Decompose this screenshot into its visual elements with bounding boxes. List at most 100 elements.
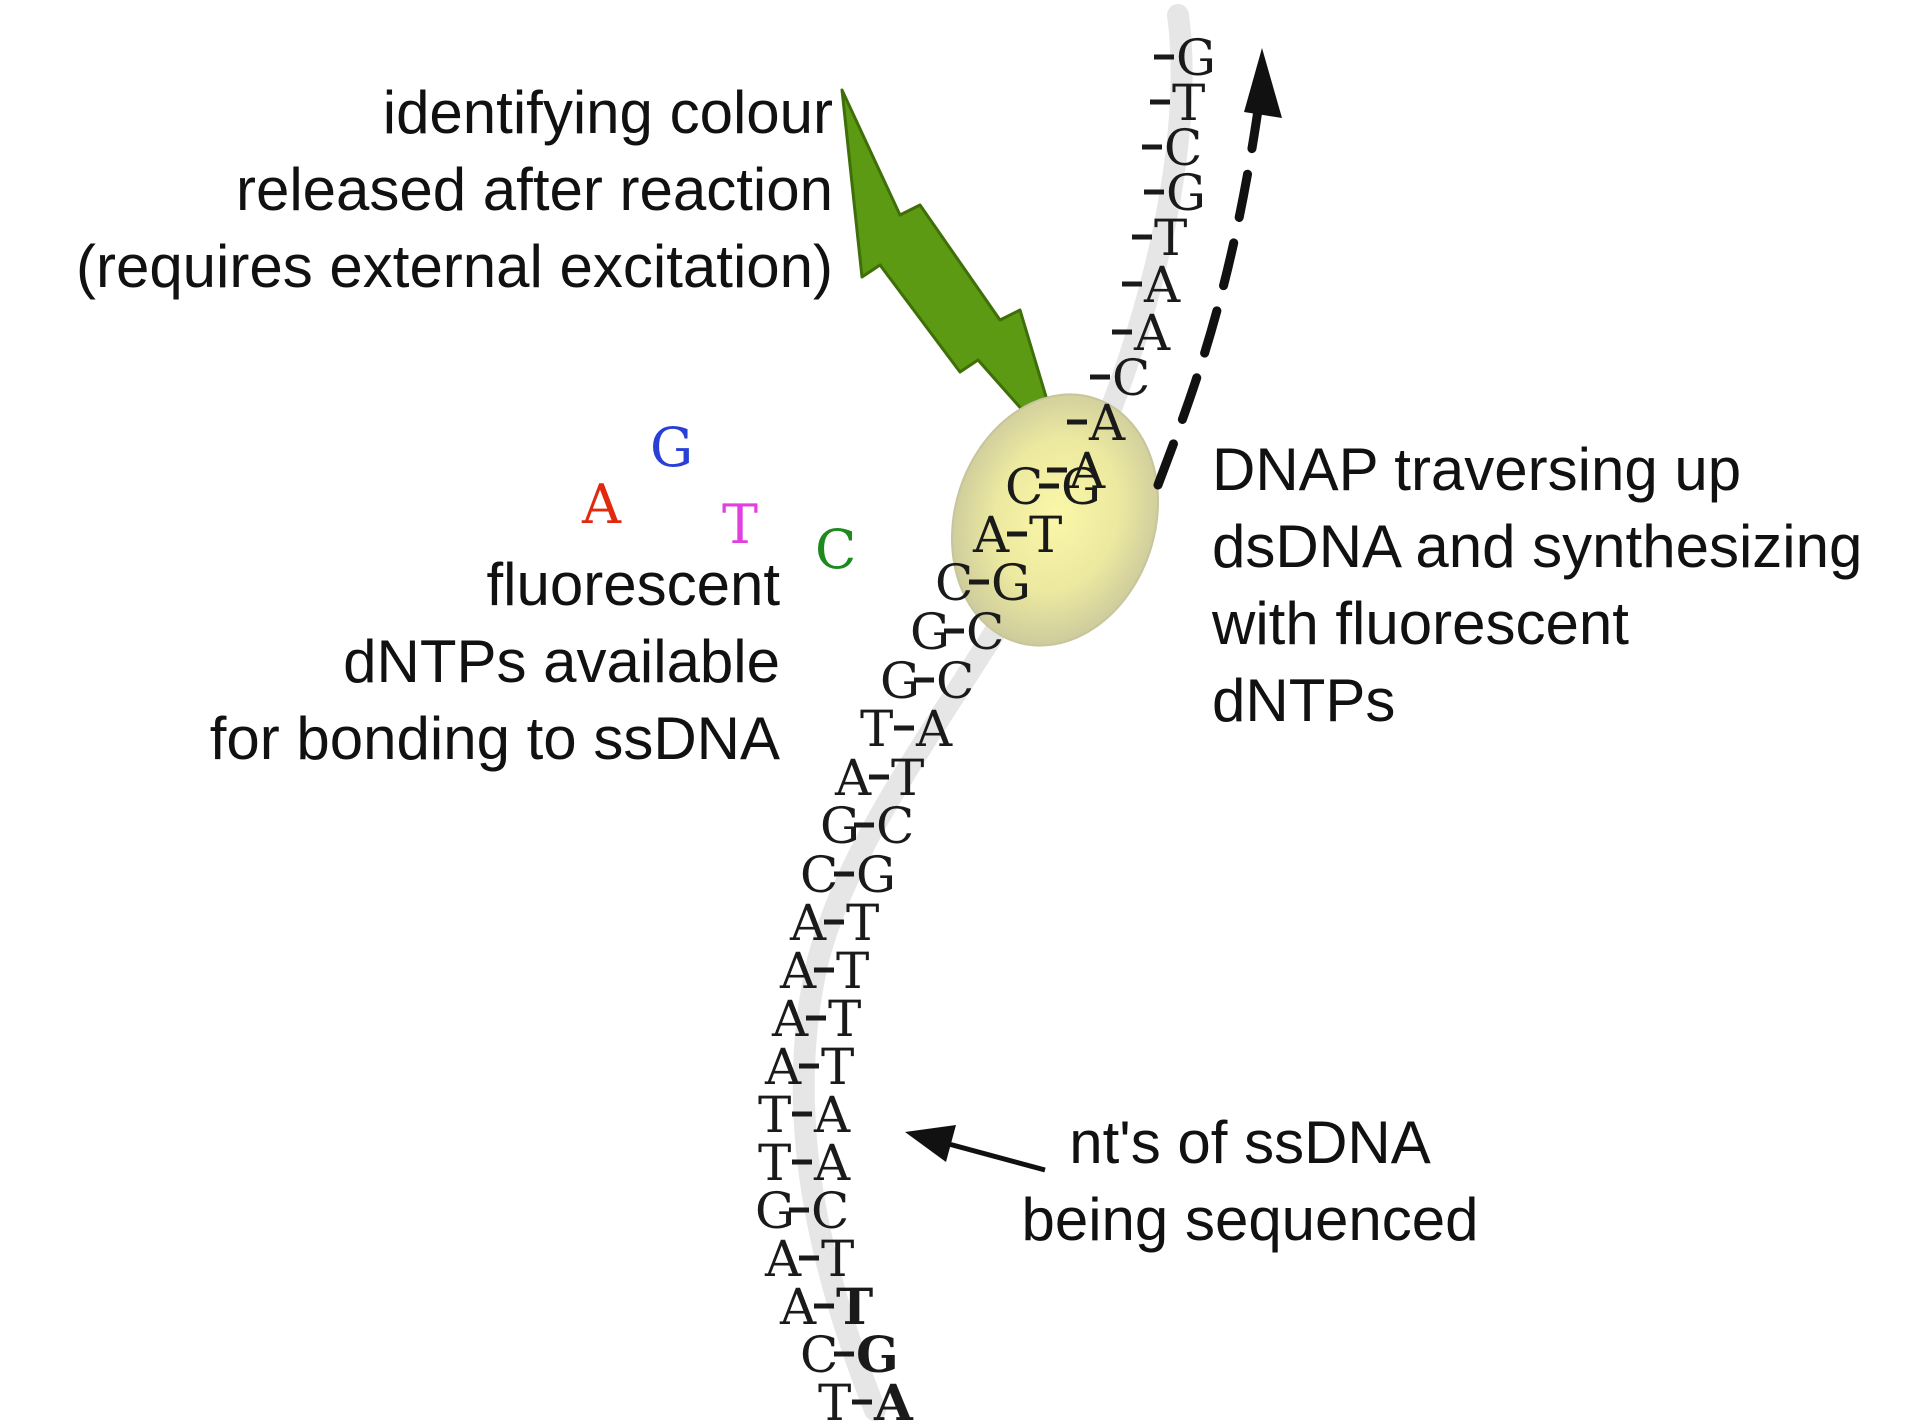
base-left: A — [779, 942, 817, 1000]
base: G — [1166, 164, 1206, 222]
ssdna-pointer-arrow — [905, 1125, 1046, 1173]
base-right: C — [876, 797, 914, 855]
single-base: T — [1150, 74, 1205, 132]
base: T — [1154, 209, 1187, 267]
dnap-enzyme — [950, 393, 1160, 647]
synthesis-direction-arrow — [1153, 48, 1282, 490]
dnap-line-2: dsDNA and synthesizing — [1212, 513, 1862, 580]
single-base: A — [1067, 394, 1126, 452]
base-left: A — [834, 749, 872, 807]
free-nt-g: G — [650, 416, 693, 479]
single-base: T — [1132, 209, 1187, 267]
base-right: A — [873, 1373, 914, 1427]
base-left: G — [880, 652, 920, 710]
base-right: C — [936, 652, 974, 710]
base: C — [1164, 119, 1202, 177]
base-right: T — [891, 749, 924, 807]
base-left: G — [910, 603, 950, 661]
dntps-line-2: dNTPs available — [343, 628, 780, 695]
excitation-lightning-icon — [840, 88, 1055, 432]
base-right: T — [846, 894, 879, 952]
base: A — [1068, 442, 1106, 500]
base-left: A — [764, 1230, 802, 1288]
dntps-line-3: for bonding to ssDNA — [210, 705, 780, 772]
base-left: C — [800, 1326, 838, 1384]
dnap-label: DNAP traversing up dsDNA and synthesizin… — [1211, 436, 1862, 734]
dnap-line-4: dNTPs — [1212, 667, 1395, 734]
base-left: T — [758, 1134, 791, 1192]
base-left: C — [935, 554, 973, 612]
base-left: T — [818, 1374, 851, 1427]
free-nucleotides: G A T C — [581, 416, 856, 581]
base-right: T — [821, 1230, 854, 1288]
excitation-label: identifying colour released after reacti… — [76, 79, 833, 300]
excitation-line-1: identifying colour — [383, 79, 833, 146]
free-nt-a: A — [581, 473, 622, 536]
base: T — [1172, 74, 1205, 132]
base: A — [1133, 304, 1171, 362]
base-right: A — [915, 700, 953, 758]
base-left: A — [779, 1278, 817, 1336]
base-right: C — [966, 603, 1004, 661]
base-right: T — [1029, 506, 1062, 564]
base-right: A — [813, 1086, 851, 1144]
base-left: T — [860, 700, 893, 758]
excitation-line-3: (requires external excitation) — [76, 233, 833, 300]
base: A — [1088, 394, 1126, 452]
base-right: T — [821, 1038, 854, 1096]
base-left: C — [800, 846, 838, 904]
base-left: G — [820, 797, 860, 855]
free-nt-t: T — [722, 493, 758, 556]
free-nt-c: C — [815, 518, 856, 581]
base: C — [1112, 349, 1150, 407]
dntps-line-1: fluorescent — [487, 551, 781, 618]
ssdna-line-1: nt's of ssDNA — [1069, 1109, 1431, 1176]
single-base: A — [1122, 256, 1181, 314]
single-base: A — [1047, 442, 1106, 500]
ssdna-backbone — [792, 4, 1193, 1421]
dnap-line-1: DNAP traversing up — [1212, 436, 1741, 503]
dntps-label: fluorescent dNTPs available for bonding … — [210, 551, 781, 772]
base-right: G — [856, 846, 896, 904]
base: A — [1143, 256, 1181, 314]
base-left: A — [789, 894, 827, 952]
single-base: G — [1144, 164, 1206, 222]
base-left: T — [758, 1086, 791, 1144]
base-left: A — [764, 1038, 802, 1096]
base-left: A — [771, 990, 809, 1048]
base-left: A — [972, 506, 1010, 564]
base-right: T — [836, 942, 869, 1000]
base: G — [1176, 29, 1216, 87]
base-right: G — [1061, 458, 1101, 516]
single-base: C — [1142, 119, 1202, 177]
ssdna-label: nt's of ssDNA being sequenced — [1021, 1109, 1478, 1253]
base-right: T — [836, 1277, 873, 1336]
base-right: G — [991, 554, 1031, 612]
base-left: C — [1005, 458, 1043, 516]
base-right: T — [828, 990, 861, 1048]
base-left: G — [755, 1182, 795, 1240]
base-right: G — [856, 1325, 899, 1384]
base-right: A — [813, 1134, 851, 1192]
ssdna-line-2: being sequenced — [1021, 1186, 1478, 1253]
